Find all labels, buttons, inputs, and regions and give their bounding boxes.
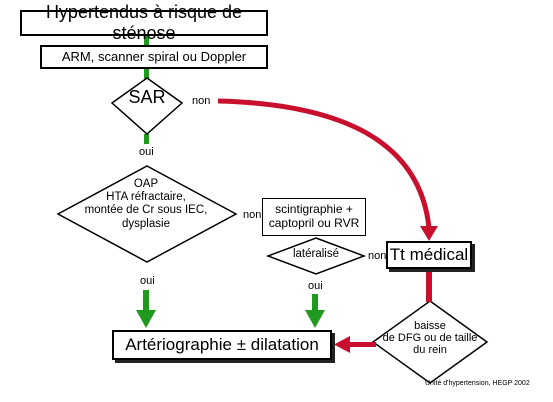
lateralise-label: latéralisé <box>292 248 340 260</box>
oap-criteria-text: OAP HTA réfractaire, montée de Cr sous I… <box>56 178 236 231</box>
green-shaft-lat-arterio <box>312 294 318 312</box>
baisse-decision-diamond <box>371 300 489 384</box>
green-connector-arm-sar <box>144 69 149 79</box>
oap-line-1: OAP <box>133 178 159 190</box>
lateralise-oui-label: oui <box>308 280 323 292</box>
red-arrow-sar-to-tt <box>217 98 432 229</box>
oap-line-4: dysplasie <box>122 217 170 230</box>
red-connector-baisse-arterio <box>348 342 376 347</box>
scintigraphie-box: scintigraphie + captopril ou RVR <box>262 198 366 236</box>
oap-non-label: non <box>243 209 262 221</box>
oap-line-2: HTA réfractaire, <box>106 191 186 204</box>
green-connector-title-arm <box>144 36 149 46</box>
arteriographie-box: Artériographie ± dilatation <box>112 330 332 360</box>
red-arrowhead-arterio <box>334 336 350 353</box>
sar-label: SAR <box>128 87 166 107</box>
green-arrowhead-lat-arterio <box>305 310 325 328</box>
oap-oui-label: oui <box>140 275 155 287</box>
sar-non-label: non <box>192 95 211 107</box>
green-shaft-oap-arterio <box>143 290 149 312</box>
scintigraphie-line-1: scintigraphie + <box>275 202 353 217</box>
baisse-line-2: de DFG ou de taille <box>382 332 478 345</box>
red-connector-tt-baisse <box>426 270 432 302</box>
sar-decision-diamond <box>110 77 184 136</box>
lateralise-decision-diamond <box>265 237 367 275</box>
baisse-line-3: du rein <box>413 344 447 357</box>
green-arrowhead-oap-arterio <box>136 310 156 328</box>
medical-treatment-box: Tt médical <box>386 241 472 269</box>
oap-line-3: montée de Cr sous IEC, <box>84 204 208 217</box>
green-connector-sar-oui <box>144 134 149 144</box>
scintigraphie-line-2: captopril ou RVR <box>268 216 360 230</box>
oap-decision-diamond <box>56 165 238 263</box>
sar-oui-label: oui <box>139 146 154 158</box>
title-box: Hypertendus à risque de sténose <box>20 2 268 43</box>
baisse-criteria-text: baisse de DFG ou de taille du rein <box>380 320 480 356</box>
imaging-box: ARM, scanner spiral ou Doppler <box>40 45 268 69</box>
source-credit: Unité d'hypertension, HEGP 2002 <box>425 380 530 387</box>
red-arrowhead-tt <box>420 226 438 241</box>
lateralise-non-label: non <box>368 250 387 262</box>
baisse-line-1: baisse <box>414 320 446 332</box>
